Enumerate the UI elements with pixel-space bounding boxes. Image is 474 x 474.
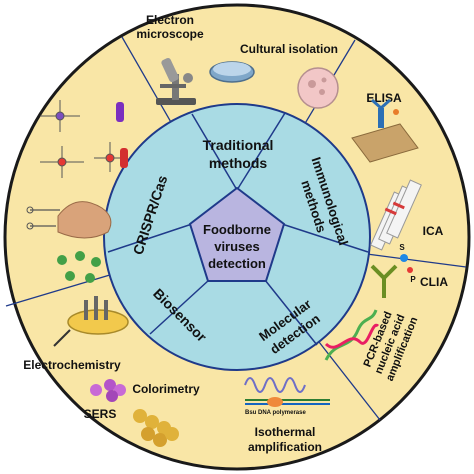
- cas-protein-icon: [26, 201, 112, 239]
- inner-label-traditional-line1: Traditional: [203, 137, 274, 153]
- clia-label-p: P: [410, 275, 416, 284]
- tube-icon: [116, 102, 128, 168]
- microscope-icon: [156, 57, 196, 105]
- electrode-icon: [53, 296, 129, 347]
- petri-dish-icon: [209, 61, 255, 83]
- clia-antibody-icon: [370, 254, 413, 298]
- outer-label-electron-line2: microscope: [136, 27, 204, 41]
- outer-label-electrochemistry: Electrochemistry: [23, 358, 121, 372]
- elisa-plate-icon: [351, 98, 419, 163]
- center-label-line1: Foodborne: [203, 222, 271, 237]
- outer-label-elisa: ELISA: [366, 91, 402, 105]
- center-label-line3: detection: [208, 256, 266, 271]
- outer-label-colorimetry: Colorimetry: [132, 382, 200, 396]
- inner-dividers: [107, 112, 369, 346]
- inner-label-traditional-line2: methods: [209, 155, 268, 171]
- ica-strip-icon: [370, 179, 422, 251]
- center-pentagon: [188, 186, 286, 282]
- sers-nanoparticle-icon: [133, 409, 179, 447]
- clia-label-s: S: [399, 243, 405, 252]
- culture-plate-icon: [297, 67, 339, 109]
- dna-helix-icon: [324, 309, 380, 361]
- colorimetry-spheres-icon: [90, 379, 126, 402]
- isothermal-strand-icon: [244, 377, 330, 407]
- outer-label-electron-line1: Electron: [146, 13, 194, 27]
- outer-label-isothermal-line2: amplification: [248, 440, 322, 454]
- outer-label-bsu: Bsu DNA polymerase: [245, 410, 306, 416]
- outer-label-cultural: Cultural isolation: [240, 42, 338, 56]
- outer-label-ica: ICA: [423, 224, 444, 238]
- crispr-reporter-icon: [57, 251, 101, 283]
- outer-label-clia: CLIA: [420, 275, 448, 289]
- outer-label-sers: SERS: [84, 407, 117, 421]
- center-label-line2: viruses: [214, 239, 260, 254]
- outer-label-isothermal-line1: Isothermal: [255, 425, 316, 439]
